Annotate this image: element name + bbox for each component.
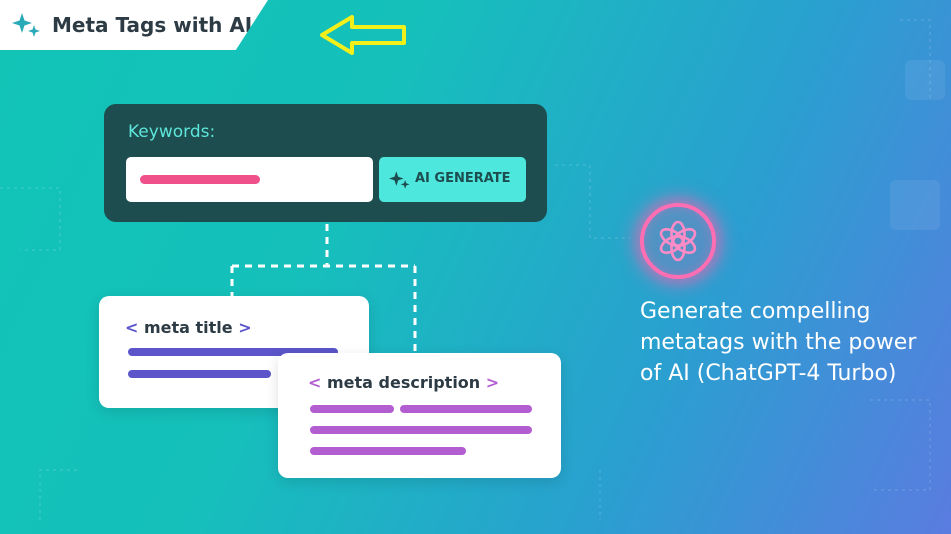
keywords-label: Keywords: bbox=[128, 122, 216, 142]
sparkle-icon bbox=[12, 13, 40, 37]
meta-description-label: meta description bbox=[326, 373, 481, 392]
logo-ring bbox=[640, 203, 716, 279]
tagline-line: of AI (ChatGPT-4 Turbo) bbox=[640, 361, 897, 386]
meta-description-card: < meta description > bbox=[278, 353, 561, 478]
sparkle-icon bbox=[389, 171, 410, 189]
ai-generate-label: AI GENERATE bbox=[415, 171, 511, 186]
openai-logo-icon bbox=[659, 220, 697, 262]
arrow-left-icon bbox=[320, 15, 406, 55]
tag-open: < bbox=[308, 373, 322, 392]
tag-close: > bbox=[238, 318, 252, 337]
meta-title-heading: < meta title > bbox=[125, 318, 252, 337]
meta-description-line bbox=[310, 447, 466, 455]
meta-description-heading: < meta description > bbox=[308, 373, 499, 392]
meta-title-line bbox=[128, 370, 271, 378]
meta-description-line bbox=[310, 405, 394, 413]
meta-description-line bbox=[400, 405, 532, 413]
meta-description-line bbox=[310, 426, 532, 434]
ai-generate-button[interactable]: AI GENERATE bbox=[379, 157, 526, 202]
keyword-placeholder-bar bbox=[140, 175, 260, 184]
meta-title-line bbox=[128, 348, 338, 356]
keywords-input[interactable] bbox=[126, 157, 373, 202]
tag-open: < bbox=[125, 318, 139, 337]
tagline: Generate compelling metatags with the po… bbox=[640, 296, 940, 389]
tagline-line: metatags with the power bbox=[640, 330, 917, 355]
tagline-line: Generate compelling bbox=[640, 299, 871, 324]
title-tab: Meta Tags with AI bbox=[0, 0, 268, 50]
meta-title-label: meta title bbox=[143, 318, 233, 337]
page-title: Meta Tags with AI bbox=[52, 13, 253, 37]
tag-close: > bbox=[485, 373, 500, 392]
keywords-panel: Keywords: AI GENERATE bbox=[104, 104, 547, 222]
